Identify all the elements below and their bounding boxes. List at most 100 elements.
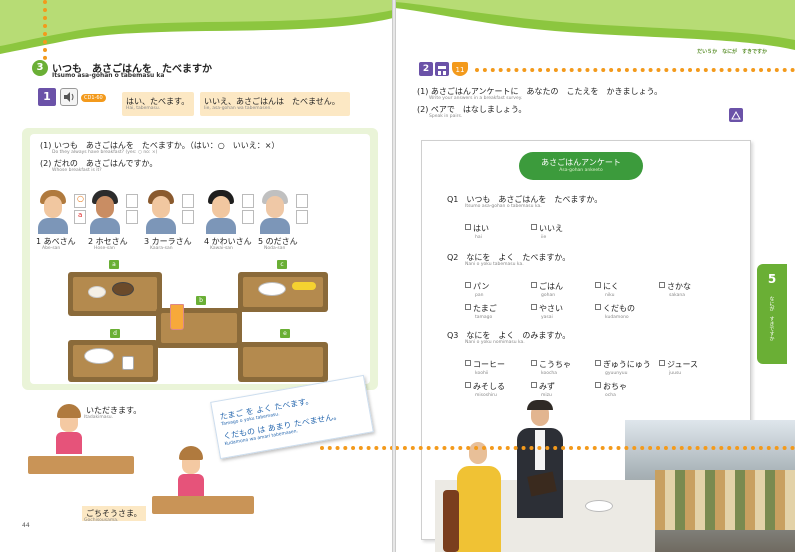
banana-icon bbox=[292, 282, 316, 290]
page-number: 44 bbox=[22, 522, 30, 529]
activity-badge: 2 bbox=[419, 62, 433, 76]
miso-bowl-icon bbox=[112, 282, 134, 296]
answer-box-yesno[interactable] bbox=[74, 194, 86, 208]
checkbox-icon[interactable] bbox=[595, 281, 601, 288]
person-romaji: Noda-san bbox=[264, 246, 286, 251]
answer-box-yesno[interactable] bbox=[296, 194, 308, 208]
person-name: 4 かわいさん bbox=[204, 237, 252, 246]
person-romaji: Hose-san bbox=[94, 246, 115, 251]
tray-label-c: c bbox=[277, 260, 287, 269]
survey-icon bbox=[435, 62, 449, 76]
checkbox-icon[interactable] bbox=[465, 223, 471, 230]
plate-icon bbox=[258, 282, 286, 296]
green-wave-decoration bbox=[395, 0, 795, 50]
checkbox-icon[interactable] bbox=[465, 303, 471, 310]
checkbox-icon[interactable] bbox=[595, 381, 601, 388]
checkbox-icon[interactable] bbox=[465, 359, 471, 366]
dotted-guide-line bbox=[395, 446, 795, 450]
answer-box-letter[interactable] bbox=[296, 210, 308, 224]
cd-track-label: CD1-60 bbox=[81, 94, 106, 102]
checkbox-icon[interactable] bbox=[659, 359, 665, 366]
instruction-2: (2) ペアで はなしましょう。 bbox=[417, 105, 527, 114]
tray-d bbox=[68, 340, 158, 382]
person-romaji: Kaara-san bbox=[150, 246, 173, 251]
checkbox-icon[interactable] bbox=[531, 223, 537, 230]
guest-jacket bbox=[457, 466, 501, 552]
tray-label-e: e bbox=[280, 329, 290, 338]
answer-box-letter[interactable] bbox=[74, 210, 86, 224]
survey-title-pill: あさごはんアンケート Asa-gohan ankeeto bbox=[519, 152, 643, 180]
checkbox-icon[interactable] bbox=[595, 359, 601, 366]
juice-glass-icon bbox=[170, 304, 184, 330]
survey-question-romaji: Nani o yoku tabemasu ka. bbox=[465, 262, 524, 267]
tray-label-d: d bbox=[110, 329, 120, 338]
answer-box-yesno[interactable] bbox=[242, 194, 254, 208]
book-spine bbox=[392, 0, 396, 552]
right-page: だい５か なにが すきですか 2 11 (1) あさごはんアンケートに あなたの… bbox=[395, 0, 795, 552]
dotted-guide-line bbox=[43, 0, 47, 60]
waiter-hair bbox=[527, 400, 553, 410]
checkbox-icon[interactable] bbox=[531, 381, 537, 388]
restaurant-photo bbox=[435, 400, 795, 552]
example-answer-letter: a bbox=[78, 211, 83, 219]
table-icon bbox=[152, 496, 254, 514]
survey-question-2: Q2 なにを よく たべますか。 bbox=[447, 253, 571, 262]
shoulders-icon bbox=[260, 218, 290, 234]
answer-box-yesno[interactable] bbox=[182, 194, 194, 208]
survey-question-romaji: Itsumo asa-gohan o tabemasu ka. bbox=[465, 204, 542, 209]
answer-box-yesno[interactable] bbox=[126, 194, 138, 208]
page-ref-badge: 11 bbox=[452, 62, 468, 76]
section-number: 3 bbox=[32, 60, 48, 76]
section-title: いつも あさごはんを たべますか bbox=[52, 64, 212, 75]
answer-yes-box: はい、たべます。 Hai, tabemasu. bbox=[122, 92, 194, 116]
left-page: 3 いつも あさごはんを たべますか Itsumo asa-gohan o ta… bbox=[0, 0, 393, 552]
answer-box-letter[interactable] bbox=[126, 210, 138, 224]
checkbox-icon[interactable] bbox=[531, 359, 537, 366]
tray-label-b: b bbox=[196, 296, 206, 305]
instruction-2-en: Speak in pairs. bbox=[429, 114, 463, 119]
face-icon bbox=[266, 196, 284, 218]
waiter-shirt bbox=[535, 430, 545, 470]
checkbox-icon[interactable] bbox=[465, 381, 471, 388]
tray-e bbox=[238, 342, 328, 382]
tray-b bbox=[156, 308, 242, 348]
question-1: (1) いつも あさごはんを たべますか。（はい：○ いいえ：×） bbox=[40, 141, 280, 150]
question-2: (2) だれの あさごはんですか。 bbox=[40, 159, 158, 168]
milk-cup-icon bbox=[122, 356, 134, 370]
checkbox-icon[interactable] bbox=[659, 281, 665, 288]
face-icon bbox=[44, 196, 62, 218]
shirt-icon bbox=[178, 474, 204, 496]
chapter-tab[interactable]: 5 なにが すきですか bbox=[757, 264, 787, 364]
speech-itadakimasu-romaji: Itadakimasu. bbox=[84, 415, 114, 420]
checkbox-icon[interactable] bbox=[531, 303, 537, 310]
activity-badge: 1 bbox=[38, 88, 56, 106]
person-name: 1 あべさん bbox=[36, 237, 76, 246]
answer-box-letter[interactable] bbox=[182, 210, 194, 224]
rice-bowl-icon bbox=[88, 286, 106, 298]
buffet-food bbox=[655, 470, 795, 530]
instruction-1-en: Write your answers in a breakfast survey… bbox=[429, 96, 523, 101]
audio-icon[interactable] bbox=[60, 88, 78, 106]
checkbox-icon[interactable] bbox=[465, 281, 471, 288]
answer-box-letter[interactable] bbox=[242, 210, 254, 224]
instruction-1: (1) あさごはんアンケートに あなたの こたえを かきましょう。 bbox=[417, 87, 663, 96]
survey-question-1: Q1 いつも あさごはんを たべますか。 bbox=[447, 195, 603, 204]
checkbox-icon[interactable] bbox=[531, 281, 537, 288]
checkbox-icon[interactable] bbox=[595, 303, 601, 310]
